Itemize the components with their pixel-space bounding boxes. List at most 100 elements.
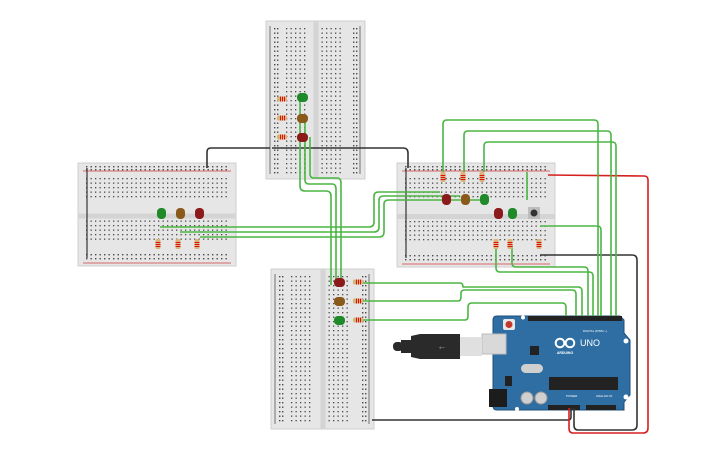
hole bbox=[365, 357, 367, 359]
hole bbox=[300, 406, 302, 408]
hole bbox=[95, 225, 97, 227]
hole bbox=[279, 312, 281, 314]
hole bbox=[86, 258, 88, 260]
hole bbox=[342, 357, 344, 359]
hole bbox=[225, 254, 227, 256]
led-green[interactable] bbox=[508, 208, 517, 219]
hole bbox=[517, 191, 519, 193]
led-red[interactable] bbox=[442, 194, 451, 205]
resistor[interactable] bbox=[175, 239, 181, 249]
hole bbox=[207, 229, 209, 231]
hole bbox=[295, 145, 297, 147]
led-red[interactable] bbox=[494, 208, 503, 219]
resistor[interactable] bbox=[536, 239, 542, 249]
hole bbox=[291, 370, 293, 372]
led-green[interactable] bbox=[297, 93, 308, 102]
analog-label: ANALOG IN bbox=[596, 394, 612, 398]
resistor[interactable] bbox=[277, 134, 287, 140]
led-body bbox=[334, 316, 345, 325]
hole bbox=[321, 158, 323, 160]
hole bbox=[135, 234, 137, 236]
hole bbox=[286, 104, 288, 106]
resistor[interactable] bbox=[493, 239, 499, 249]
resistor[interactable] bbox=[440, 172, 446, 182]
hole bbox=[321, 68, 323, 70]
led-yellow[interactable] bbox=[176, 208, 185, 219]
led-red[interactable] bbox=[297, 133, 308, 142]
hole bbox=[149, 166, 151, 168]
hole bbox=[342, 276, 344, 278]
hole bbox=[207, 191, 209, 193]
hole bbox=[286, 131, 288, 133]
hole bbox=[176, 225, 178, 227]
hole bbox=[126, 182, 128, 184]
hole bbox=[274, 109, 276, 111]
resistor[interactable] bbox=[155, 239, 161, 249]
hole bbox=[333, 375, 335, 377]
hole bbox=[185, 238, 187, 240]
hole bbox=[304, 285, 306, 287]
arduino-uno[interactable]: ARDUINO UNO DIGITAL (PWM ~) POWER ANALOG… bbox=[481, 315, 631, 412]
pushbutton[interactable] bbox=[528, 207, 540, 219]
hole bbox=[504, 169, 506, 171]
resistor[interactable] bbox=[353, 279, 363, 285]
hole bbox=[337, 325, 339, 327]
hole bbox=[335, 73, 337, 75]
hole bbox=[328, 294, 330, 296]
resistor[interactable] bbox=[353, 317, 363, 323]
hole bbox=[356, 172, 358, 174]
hole bbox=[207, 182, 209, 184]
led-green[interactable] bbox=[480, 194, 489, 205]
led-red[interactable] bbox=[195, 208, 204, 219]
hole bbox=[365, 307, 367, 309]
hole bbox=[221, 225, 223, 227]
led-green[interactable] bbox=[157, 208, 166, 219]
hole bbox=[339, 145, 341, 147]
led-yellow[interactable] bbox=[461, 194, 470, 205]
hole bbox=[328, 276, 330, 278]
hole bbox=[171, 225, 173, 227]
resistor[interactable] bbox=[479, 172, 485, 182]
resistor[interactable] bbox=[507, 239, 513, 249]
hole bbox=[414, 259, 416, 261]
hole bbox=[131, 234, 133, 236]
hole bbox=[309, 307, 311, 309]
hole bbox=[290, 32, 292, 34]
hole bbox=[477, 255, 479, 257]
hole bbox=[286, 41, 288, 43]
hole bbox=[342, 388, 344, 390]
resistor[interactable] bbox=[194, 239, 200, 249]
hole bbox=[290, 68, 292, 70]
hole bbox=[282, 307, 284, 309]
resistor[interactable] bbox=[353, 298, 363, 304]
resistor[interactable] bbox=[277, 96, 287, 102]
hole bbox=[356, 91, 358, 93]
led-red[interactable] bbox=[334, 278, 345, 287]
hole bbox=[508, 182, 510, 184]
resistor[interactable] bbox=[277, 115, 287, 121]
ground-wire-arduino bbox=[540, 254, 638, 431]
resistor[interactable] bbox=[460, 172, 466, 182]
hole bbox=[463, 230, 465, 232]
hole bbox=[149, 225, 151, 227]
hole bbox=[144, 187, 146, 189]
breadboard-south[interactable] bbox=[270, 268, 375, 430]
hole bbox=[185, 196, 187, 198]
hole bbox=[176, 166, 178, 168]
led-yellow[interactable] bbox=[334, 297, 345, 306]
hole bbox=[339, 131, 341, 133]
hole bbox=[356, 158, 358, 160]
hole bbox=[335, 118, 337, 120]
hole bbox=[342, 366, 344, 368]
hole bbox=[291, 361, 293, 363]
hole bbox=[504, 221, 506, 223]
led-green[interactable] bbox=[334, 316, 345, 325]
hole bbox=[279, 289, 281, 291]
usb-cable[interactable]: ⭠ bbox=[393, 334, 482, 359]
led-yellow[interactable] bbox=[297, 114, 308, 123]
hole bbox=[335, 154, 337, 156]
led-body bbox=[297, 114, 308, 123]
hole bbox=[295, 154, 297, 156]
hole bbox=[295, 370, 297, 372]
hole bbox=[277, 172, 279, 174]
